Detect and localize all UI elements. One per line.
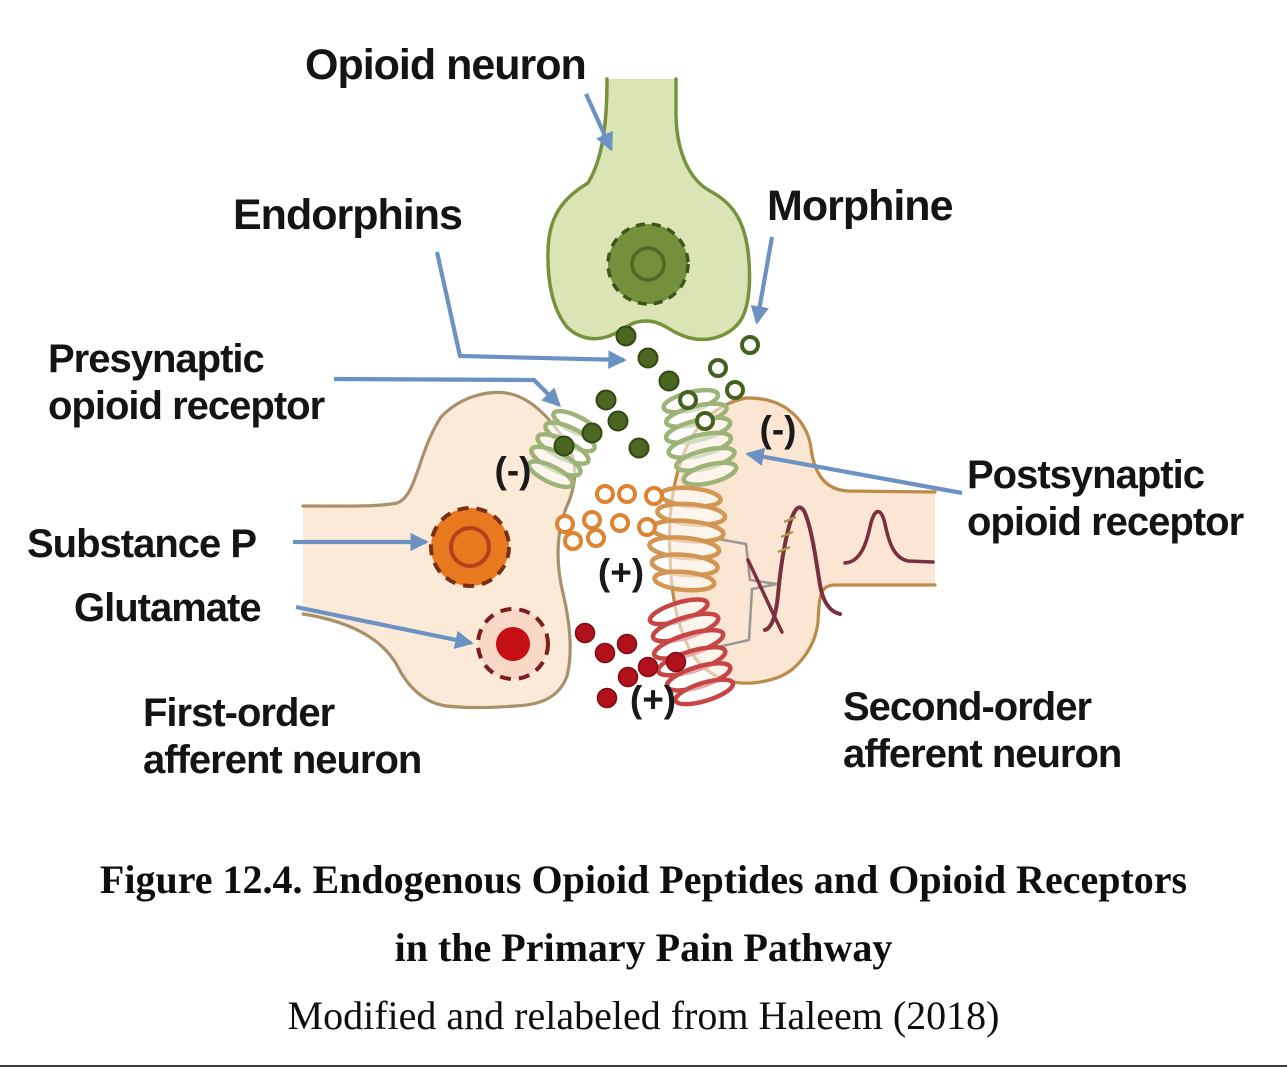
action-potential-axon-spike xyxy=(843,509,935,565)
postsynaptic-receptor-pointer xyxy=(745,447,963,496)
opioid-vesicle xyxy=(606,222,690,306)
endorphin-molecule xyxy=(553,435,575,457)
substance-p-excitation-sign: (+) xyxy=(597,552,645,593)
glutamate-label: Glutamate xyxy=(74,586,262,630)
glutamate-molecule xyxy=(596,687,618,709)
substance-p-molecules xyxy=(555,484,664,551)
second-order-neuron-label-line1: Second-order xyxy=(843,685,1092,729)
presynaptic-receptor-label-line1: Presynaptic xyxy=(48,337,265,381)
presynaptic-inhibition-sign: (-) xyxy=(494,450,532,491)
figure-caption-title-line1: Figure 12.4. Endogenous Opioid Peptides … xyxy=(99,857,1188,902)
first-order-neuron-label-line2: afferent neuron xyxy=(143,738,422,783)
glutamate-molecule xyxy=(616,633,638,655)
substance-p-molecule xyxy=(610,513,630,533)
axon-hillock-ticks xyxy=(777,515,797,554)
endorphin-molecule xyxy=(658,370,680,392)
endorphin-molecule xyxy=(637,347,659,369)
second-order-neuron-label-line2: afferent neuron xyxy=(843,732,1122,777)
figure-caption-credit: Modified and relabeled from Haleem (2018… xyxy=(287,993,1000,1038)
substance-p-molecule xyxy=(586,528,606,548)
morphine-molecule xyxy=(740,335,760,355)
glutamate-molecule xyxy=(665,651,687,673)
opioid-neuron-arrow xyxy=(584,93,613,152)
postsynaptic-receptor-label: Postsynaptic opioid receptor xyxy=(967,452,1244,546)
morphine-label: Morphine xyxy=(767,182,953,230)
morphine-molecules xyxy=(678,335,760,431)
presynaptic-receptor-label-line2: opioid receptor xyxy=(48,384,325,429)
first-order-neuron-label-line1: First-order xyxy=(143,691,335,735)
action-potential-inner-spike xyxy=(763,505,842,632)
glutamate-vesicle xyxy=(476,607,550,681)
action-potential-inner-slash xyxy=(746,558,784,634)
endorphin-molecule xyxy=(581,422,603,444)
glutamate-excitation-sign: (+) xyxy=(629,679,677,720)
diagram-artwork xyxy=(293,77,963,710)
substance-p-molecule xyxy=(582,510,602,530)
substance-p-molecule xyxy=(617,484,637,504)
glutamate-arrow xyxy=(295,604,474,649)
endorphins-label: Endorphins xyxy=(233,191,463,239)
postsynaptic-receptor-label-line1: Postsynaptic xyxy=(967,453,1205,497)
substance-p-label: Substance P xyxy=(27,522,257,566)
morphine-molecule xyxy=(725,380,745,400)
endorphin-molecules xyxy=(553,325,680,459)
morphine-arrow xyxy=(750,236,775,325)
endorphins-pointer xyxy=(434,251,627,369)
substance-p-molecule xyxy=(595,484,615,504)
substance-p-molecule xyxy=(555,514,575,534)
postsynaptic-inhibition-sign: (-) xyxy=(759,409,797,450)
opioid-neuron-label: Opioid neuron xyxy=(305,41,587,89)
bottom-divider xyxy=(0,1065,1287,1067)
glutamate-molecule xyxy=(637,656,659,678)
morphine-molecule xyxy=(678,390,698,410)
glutamate-molecule xyxy=(617,666,639,688)
postsynaptic-opioid-receptor-coil xyxy=(661,387,739,487)
endorphin-molecule xyxy=(615,325,637,347)
postsynaptic-receptor-label-line2: opioid receptor xyxy=(967,500,1244,545)
substance-p-molecule xyxy=(637,517,657,537)
first-order-neuron-label: First-order afferent neuron xyxy=(143,690,422,784)
glutamate-molecule xyxy=(594,642,616,664)
endorphin-molecule xyxy=(595,389,617,411)
opioid-neuron-terminal xyxy=(546,77,752,341)
morphine-molecule xyxy=(695,411,715,431)
morphine-molecule xyxy=(708,358,728,378)
endorphin-molecule xyxy=(628,437,650,459)
substance-p-molecule xyxy=(644,486,664,506)
substance-p-vesicle xyxy=(429,506,511,588)
glutamate-molecules xyxy=(574,622,687,709)
endorphin-molecule xyxy=(607,410,629,432)
substance-p-molecule xyxy=(563,531,583,551)
receptor-bracket xyxy=(716,537,779,649)
presynaptic-receptor-label: Presynaptic opioid receptor xyxy=(48,336,325,430)
glutamate-molecule xyxy=(574,622,596,644)
second-order-neuron-label: Second-order afferent neuron xyxy=(843,684,1122,778)
figure-caption-title-line2: in the Primary Pain Pathway xyxy=(394,925,893,970)
presynaptic-receptor-pointer xyxy=(333,376,561,407)
